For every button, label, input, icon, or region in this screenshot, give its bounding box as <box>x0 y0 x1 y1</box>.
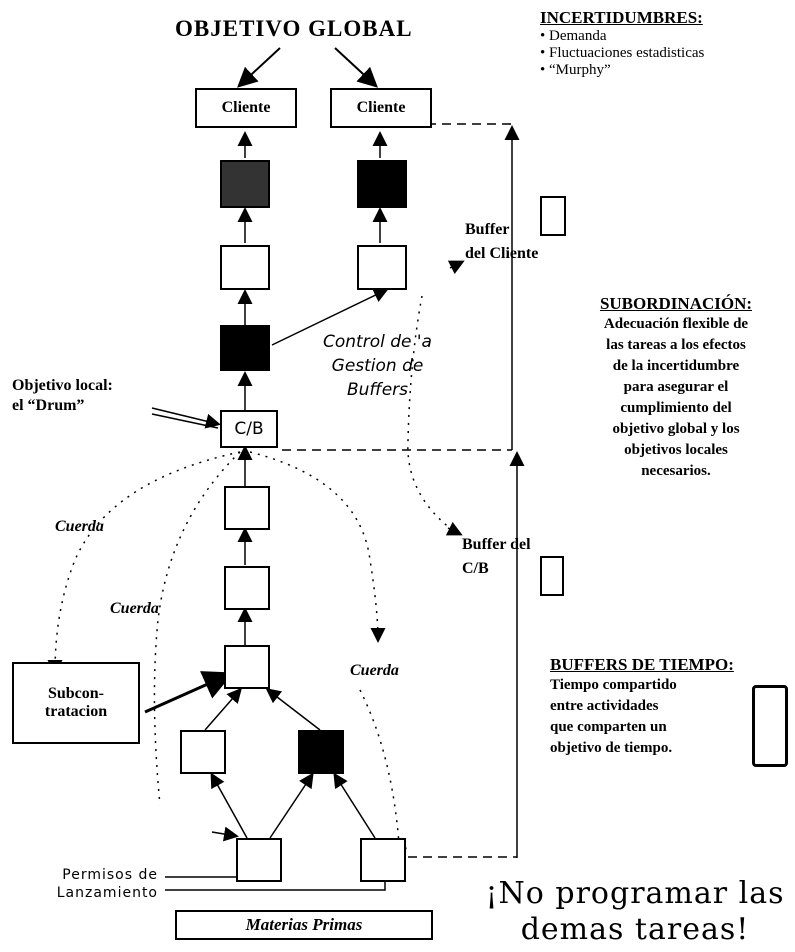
gray-task-box <box>220 160 270 208</box>
materias-label: Materias Primas <box>245 915 363 934</box>
subordinacion-header: SUBORDINACIÓN: <box>599 294 753 313</box>
permisos-label: Permisos de Lanzamiento <box>28 866 158 902</box>
buffers-tiempo-panel: BUFFERS DE TIEMPO: Tiempo compartido ent… <box>550 655 795 759</box>
control-line: Gestion de Buffers <box>331 356 424 400</box>
buffers-tiempo-line: entre actividades <box>550 698 659 714</box>
materias-primas-box: Materias Primas <box>175 910 433 940</box>
subordinacion-line: las tareas a los efectos <box>606 337 746 353</box>
subcon-line: tratacion <box>44 703 108 720</box>
cliente-box-1: Cliente <box>195 88 297 128</box>
subordinacion-line: objetivos locales <box>624 442 728 458</box>
arrow-br-to-black <box>333 772 376 839</box>
buffers-tiempo-header: BUFFERS DE TIEMPO: <box>550 655 734 674</box>
cuerda-left <box>47 451 241 675</box>
cuerda-label: Cuerda <box>110 600 159 617</box>
subordinacion-line: cumplimiento del <box>620 400 732 416</box>
task-box <box>357 245 407 290</box>
subcontratacion-box: Subcon- tratacion <box>12 662 140 744</box>
cliente-box-2: Cliente <box>330 88 432 128</box>
subordinacion-text: Adecuación flexible de las tareas a los … <box>560 314 792 482</box>
buffer-cliente-line: del Cliente <box>465 245 539 262</box>
subordinacion-panel: SUBORDINACIÓN: Adecuación flexible de la… <box>560 294 792 482</box>
incertidumbre-item: • Fluctuaciones estadisticas <box>540 45 705 61</box>
task-box <box>224 645 270 689</box>
cuerda-bottom <box>359 689 407 863</box>
buffers-tiempo-line: Tiempo compartido <box>550 677 677 693</box>
black-task-box <box>220 325 270 371</box>
black-task-box <box>357 160 407 208</box>
subordinacion-line: para asegurar el <box>623 379 729 395</box>
subordinacion-line: de la incertidumbre <box>612 358 740 374</box>
arrow-d-right-up <box>265 688 321 731</box>
control-buffers-label: Control de 'a Gestion de Buffers <box>305 330 450 402</box>
arrow-title-cliente2 <box>334 47 378 88</box>
task-box <box>236 838 282 882</box>
incertidumbres-panel: INCERTIDUMBRES: • Demanda • Fluctuacione… <box>540 8 790 79</box>
black-task-box <box>298 730 344 774</box>
buffers-tiempo-line: objetivo de tiempo. <box>550 740 673 756</box>
incertidumbre-item: • “Murphy” <box>540 62 611 78</box>
task-box <box>360 838 406 882</box>
subordinacion-line: objetivo global y los <box>612 421 740 437</box>
cb-label: C/B <box>234 419 264 439</box>
buffer-cliente-label: Buffer del Cliente <box>465 218 538 266</box>
buffer-cb-label: Buffer del C/B <box>462 533 531 581</box>
objetivo-local-line: Objetivo local: <box>12 377 113 394</box>
objetivo-local-label: Objetivo local: el “Drum” <box>12 376 162 416</box>
arrow-title-cliente1 <box>237 47 281 88</box>
incertidumbre-item: • Demanda <box>540 28 607 44</box>
buffer-cb-line: Buffer del <box>462 536 531 553</box>
page-title: OBJETIVO GLOBAL <box>175 16 413 41</box>
buffer-cb-line: C/B <box>462 560 489 577</box>
task-box <box>224 566 270 610</box>
task-box <box>220 245 270 290</box>
footer-line: ¡No programar las <box>485 876 785 911</box>
cuerda-middle <box>153 451 241 806</box>
objetivo-local-line: el “Drum” <box>12 397 85 414</box>
hourglass-icon <box>540 556 564 596</box>
permisos-line: Permisos de <box>62 867 158 883</box>
cuerda-label: Cuerda <box>350 662 399 679</box>
task-box <box>180 730 226 774</box>
subordinacion-line: Adecuación flexible de <box>603 316 749 332</box>
arrow-d-left-up <box>204 687 242 731</box>
arrow-bl-to-left <box>210 772 248 839</box>
buffers-tiempo-line: que comparten un <box>550 719 667 735</box>
cliente-label: Cliente <box>356 99 406 116</box>
arrow-bl-to-black <box>269 772 314 839</box>
cb-drum-box: C/B <box>220 410 278 448</box>
cuerda-label: Cuerda <box>55 518 104 535</box>
incertidumbres-header: INCERTIDUMBRES: <box>540 8 703 27</box>
cliente-label: Cliente <box>221 99 271 116</box>
hourglass-icon <box>752 685 788 767</box>
buffer-cliente-line: Buffer <box>465 221 510 238</box>
hourglass-icon <box>540 196 566 236</box>
footer-line: demas tareas! <box>520 912 750 947</box>
arrow-control-to-bufcli <box>447 260 465 275</box>
arrow-control-to-bufcb <box>445 521 463 536</box>
footer-message: ¡No programar las demas tareas! <box>475 876 795 948</box>
arrow-black-to-right <box>271 288 389 346</box>
task-box <box>224 486 270 530</box>
dotted-control <box>407 295 456 533</box>
cuerda-right <box>249 451 386 643</box>
arrow-bl-mark <box>211 826 239 842</box>
arrow-drum2 <box>151 413 219 429</box>
control-line: Control de 'a <box>323 332 432 352</box>
subordinacion-line: necesarios. <box>641 463 711 479</box>
arrow-subcon <box>144 671 234 714</box>
permisos-line: Lanzamiento <box>56 885 158 901</box>
arrow-drum1 <box>151 407 221 429</box>
buffers-tiempo-text: Tiempo compartido entre actividades que … <box>550 675 795 759</box>
subcon-line: Subcon- <box>47 685 105 702</box>
